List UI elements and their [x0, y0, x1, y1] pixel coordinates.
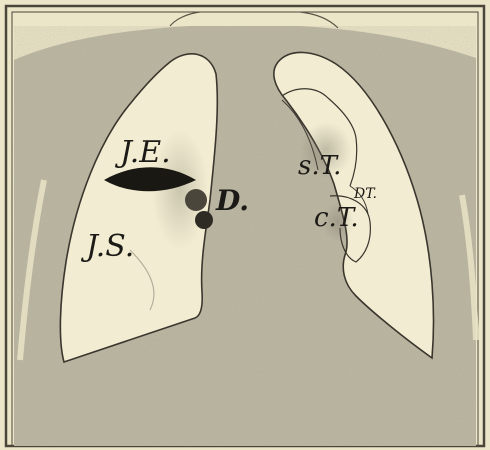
- label-upper-left: J.E.: [114, 135, 171, 170]
- label-right-small: DT.: [353, 186, 377, 202]
- label-upper-right: s.T.: [298, 151, 341, 181]
- hilum-node-lower: [195, 211, 213, 229]
- label-lower-right: c.T.: [314, 203, 359, 233]
- label-hilum: D.: [215, 184, 249, 217]
- label-lower-left: J.S.: [80, 229, 134, 264]
- hilum-node-upper: [185, 189, 207, 211]
